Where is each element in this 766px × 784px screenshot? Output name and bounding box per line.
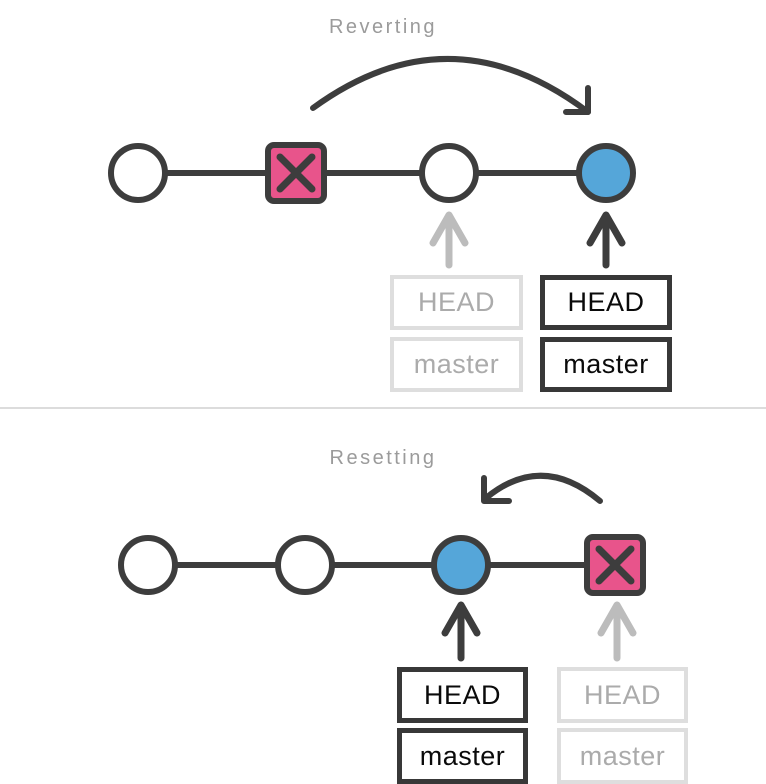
- ghost-head-label-text: HEAD: [583, 679, 661, 710]
- reset-arc-arrowhead-icon: [481, 475, 512, 504]
- ghost-master-label: master: [557, 728, 688, 784]
- master-label-text: master: [419, 740, 506, 771]
- reset-target-commit-node: [431, 535, 491, 595]
- revert-arc-arrowhead-icon: [563, 85, 591, 115]
- resetting-title: Resetting: [329, 446, 437, 469]
- commit-node: [108, 143, 168, 203]
- reset-arc-arrow: [483, 472, 603, 504]
- ghost-head-pointer-arrow-icon: [429, 211, 469, 269]
- new-revert-commit-node: [576, 143, 636, 203]
- master-label-text: master: [563, 349, 649, 379]
- revert-arc-arrow: [310, 56, 591, 115]
- ghost-head-label: HEAD: [390, 275, 523, 330]
- master-label: master: [540, 337, 672, 392]
- reverting-title: Reverting: [328, 15, 438, 38]
- ghost-head-label: HEAD: [557, 667, 688, 723]
- x-icon: [595, 545, 635, 585]
- panel-divider: [0, 407, 766, 409]
- ghost-master-label: master: [390, 337, 523, 392]
- head-pointer-arrow-icon: [586, 211, 626, 269]
- commit-node: [275, 535, 335, 595]
- master-label: master: [397, 728, 528, 784]
- commit-node: [419, 143, 479, 203]
- ghost-head-pointer-arrow-icon: [597, 601, 637, 662]
- ghost-master-label-text: master: [579, 740, 666, 771]
- x-icon: [276, 153, 316, 193]
- discarded-commit-node: [584, 534, 646, 596]
- ghost-head-label-text: HEAD: [417, 287, 495, 317]
- head-label: HEAD: [397, 667, 528, 723]
- head-pointer-arrow-icon: [441, 601, 481, 662]
- head-label-text: HEAD: [423, 679, 501, 710]
- head-label: HEAD: [540, 275, 672, 330]
- ghost-master-label-text: master: [413, 349, 500, 379]
- head-label-text: HEAD: [567, 287, 645, 317]
- reverted-commit-node: [265, 142, 327, 204]
- commit-node: [118, 535, 178, 595]
